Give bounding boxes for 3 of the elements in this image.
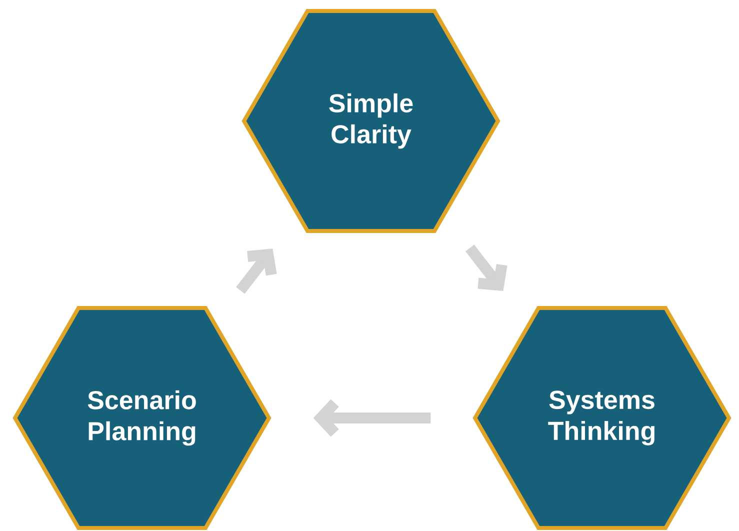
arrow bbox=[236, 248, 277, 294]
arrow bbox=[313, 399, 431, 437]
arrow bbox=[465, 244, 508, 292]
